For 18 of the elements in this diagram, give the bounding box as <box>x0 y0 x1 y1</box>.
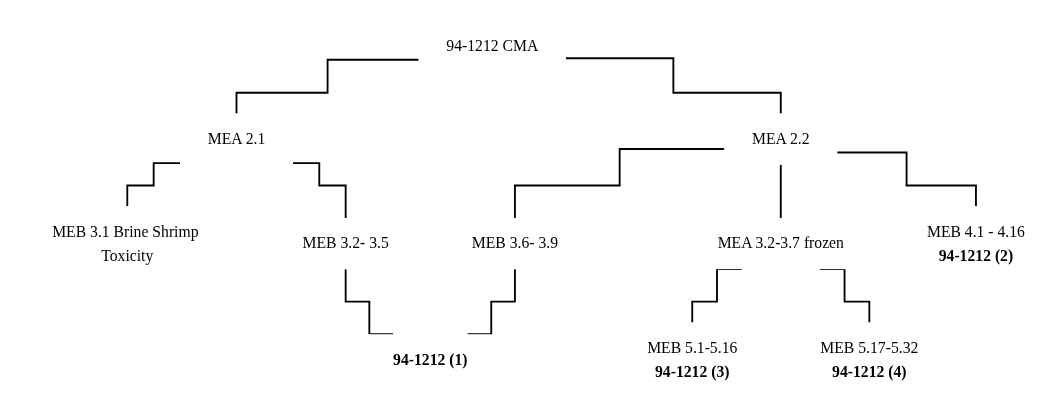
node-text: MEB 5.1-5.16 94-1212 (3) <box>647 339 738 381</box>
connector <box>344 268 394 336</box>
node-text: MEA 2.2 <box>752 130 810 148</box>
node-text: MEB 5.17-5.32 94-1212 (4) <box>820 339 919 381</box>
connector <box>514 148 726 219</box>
connector <box>126 162 181 208</box>
connector <box>779 163 782 219</box>
connector <box>565 57 782 115</box>
connector <box>291 162 347 219</box>
node-text: MEB 3.1 Brine Shrimp Toxicity <box>52 222 199 264</box>
node-text: MEB 4.1 - 4.16 94-1212 (2) <box>926 222 1025 264</box>
node-text: MEB 3.2- 3.5 <box>302 234 389 253</box>
connector <box>836 151 977 208</box>
connector <box>466 268 516 336</box>
connector <box>235 58 420 115</box>
node-text: MEA 2.1 <box>207 130 266 148</box>
node-text: 94-1212 CMA <box>446 37 539 55</box>
node-text: MEB 3.6- 3.9 <box>471 234 559 253</box>
